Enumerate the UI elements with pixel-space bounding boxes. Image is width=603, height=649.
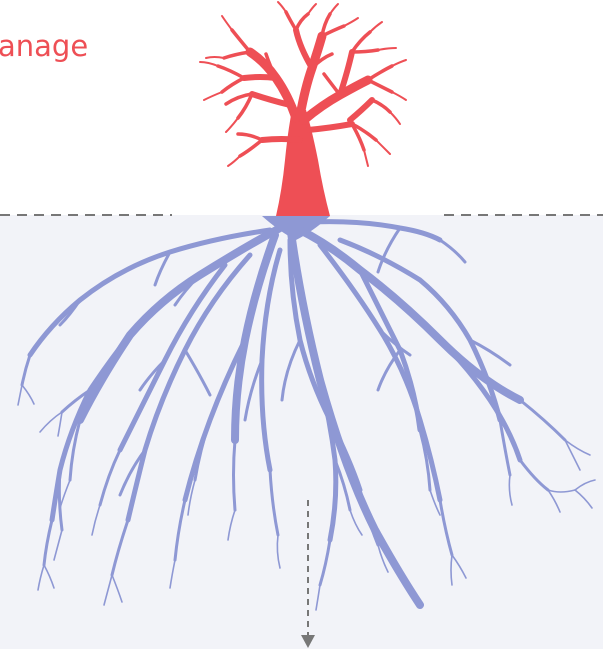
tree-icon [200, 2, 406, 216]
roots-icon [18, 216, 595, 610]
arrow-down-icon [301, 500, 315, 648]
